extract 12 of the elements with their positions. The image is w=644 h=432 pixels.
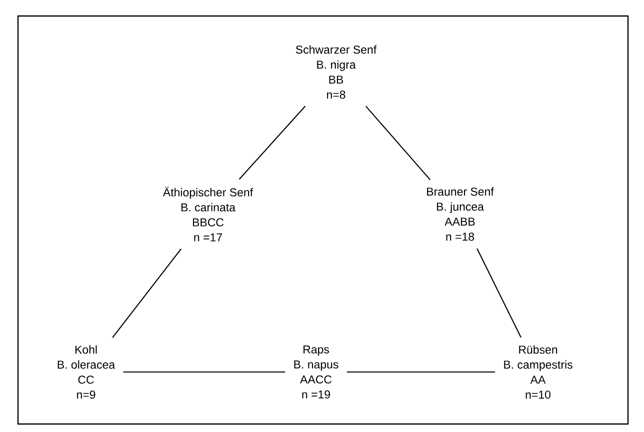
connector-line bbox=[346, 371, 495, 373]
connector-line bbox=[476, 248, 522, 338]
connector-line bbox=[123, 371, 286, 373]
species-label: Brauner Senf B. juncea AABB n =18 bbox=[427, 187, 494, 241]
species-label: Rübsen B. campestris AA n=10 bbox=[504, 345, 572, 399]
connector-line bbox=[238, 106, 306, 180]
connector-line bbox=[365, 106, 431, 180]
species-label: Kohl B. oleracea CC n=9 bbox=[58, 345, 116, 399]
species-label: Schwarzer Senf B. nigra BB n=8 bbox=[296, 45, 377, 99]
connector-line bbox=[112, 248, 182, 338]
species-label: Äthiopischer Senf B. carinata BBCC n =17 bbox=[162, 186, 254, 242]
species-label: Raps B. napus AACC n =19 bbox=[294, 346, 338, 398]
